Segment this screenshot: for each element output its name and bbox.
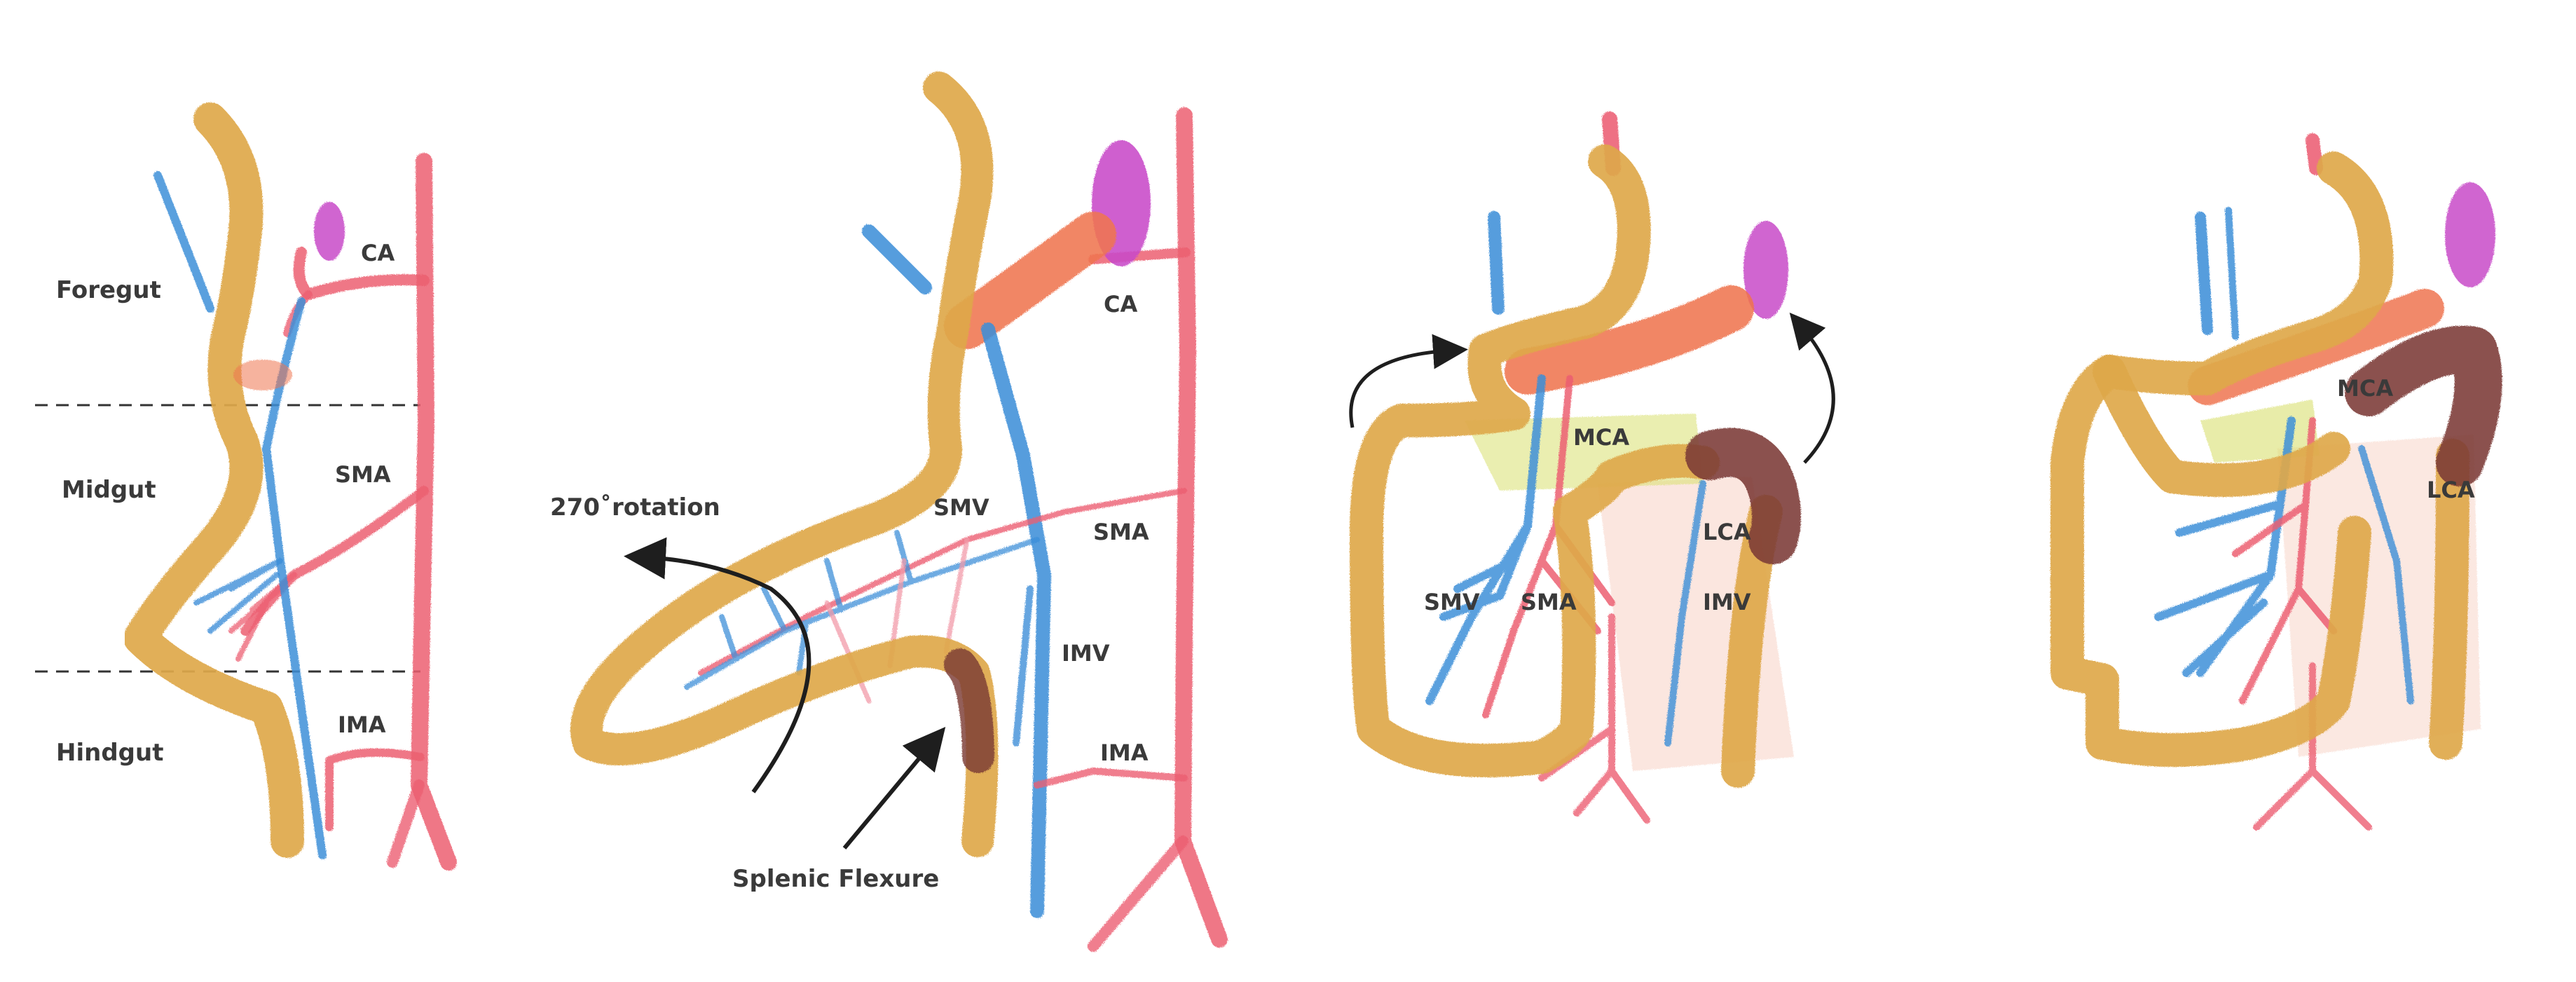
- inferior-mesenteric-artery: [1034, 768, 1188, 789]
- panel-2: 270˚rotation Splenic Flexure CA SMV SMA …: [550, 71, 1228, 952]
- rotation-label: 270˚rotation: [550, 493, 720, 521]
- lca-label: LCA: [1703, 519, 1751, 545]
- splenic-flexure-label: Splenic Flexure: [732, 865, 939, 893]
- ima-label: IMA: [1100, 739, 1149, 766]
- colon: [2050, 151, 2394, 767]
- spleen: [1743, 221, 1788, 319]
- midgut-label: Midgut: [62, 476, 156, 504]
- splenic-flexure-segment: [944, 648, 994, 773]
- sma-label: SMA: [1521, 589, 1577, 615]
- panel-1: Foregut Midgut Hindgut CA SMA IMA: [35, 102, 457, 871]
- pancreas: [1505, 285, 1754, 395]
- inferior-mesenteric-artery: [325, 748, 425, 831]
- vein-branches: [193, 558, 283, 634]
- curved-arrow-icon: [1789, 313, 1835, 464]
- inferior-mesenteric-vein: [2358, 445, 2414, 704]
- vein-line: [2225, 207, 2239, 340]
- hepatic-flexure: [2092, 355, 2350, 497]
- curved-arrow-icon: [624, 537, 811, 793]
- splenic-flexure-segment: [1685, 428, 1801, 564]
- pancreatic-bud: [233, 360, 292, 390]
- aorta-branch-left: [1088, 836, 1188, 952]
- aorta-stub: [2306, 133, 2323, 175]
- portal-vein: [2195, 212, 2213, 335]
- ima-label: IMA: [338, 711, 386, 738]
- sma-label: SMA: [1093, 519, 1149, 545]
- ca-label: CA: [1104, 291, 1137, 318]
- mca-label: MCA: [2337, 375, 2393, 402]
- foregut-label: Foregut: [56, 276, 161, 304]
- lca-label: LCA: [2427, 477, 2475, 503]
- descending-colon: [2429, 439, 2469, 760]
- imv-label: IMV: [1062, 640, 1110, 667]
- inferior-mesenteric-vein: [1013, 585, 1034, 746]
- smv-label: SMV: [1424, 589, 1480, 615]
- celiac-artery: [293, 247, 430, 300]
- pancreas: [944, 212, 1116, 349]
- inferior-mesenteric-vein: [1664, 480, 1706, 746]
- colon: [1350, 144, 1720, 777]
- spleen: [314, 202, 345, 261]
- rotating-gut-loop: [570, 71, 999, 857]
- sma-label: SMA: [335, 461, 391, 488]
- primitive-gut-tube: [123, 102, 304, 858]
- superior-mesenteric-vein: [862, 224, 1051, 918]
- portal-vein: [1488, 211, 1505, 315]
- ca-label: CA: [361, 240, 395, 266]
- splenic-flexure-segment: [2345, 325, 2502, 486]
- mca-label: MCA: [1573, 424, 1629, 451]
- aorta-branch-left: [387, 779, 425, 868]
- straight-arrow-icon: [842, 726, 946, 850]
- smv-label: SMV: [933, 494, 989, 521]
- superior-mesenteric-vein: [2154, 416, 2296, 677]
- hindgut-label: Hindgut: [56, 739, 163, 767]
- panel-3: MCA LCA SMV SMA IMV: [1349, 111, 1835, 824]
- superior-mesenteric-vein: [1425, 374, 1546, 705]
- curved-arrow-icon: [1349, 334, 1468, 428]
- panel-4: MCA LCA: [2050, 133, 2502, 831]
- aorta: [1174, 107, 1228, 948]
- spleen: [2445, 182, 2495, 287]
- imv-label: IMV: [1703, 589, 1751, 615]
- aorta: [411, 153, 457, 871]
- mesenteric-vessels: [684, 530, 1040, 690]
